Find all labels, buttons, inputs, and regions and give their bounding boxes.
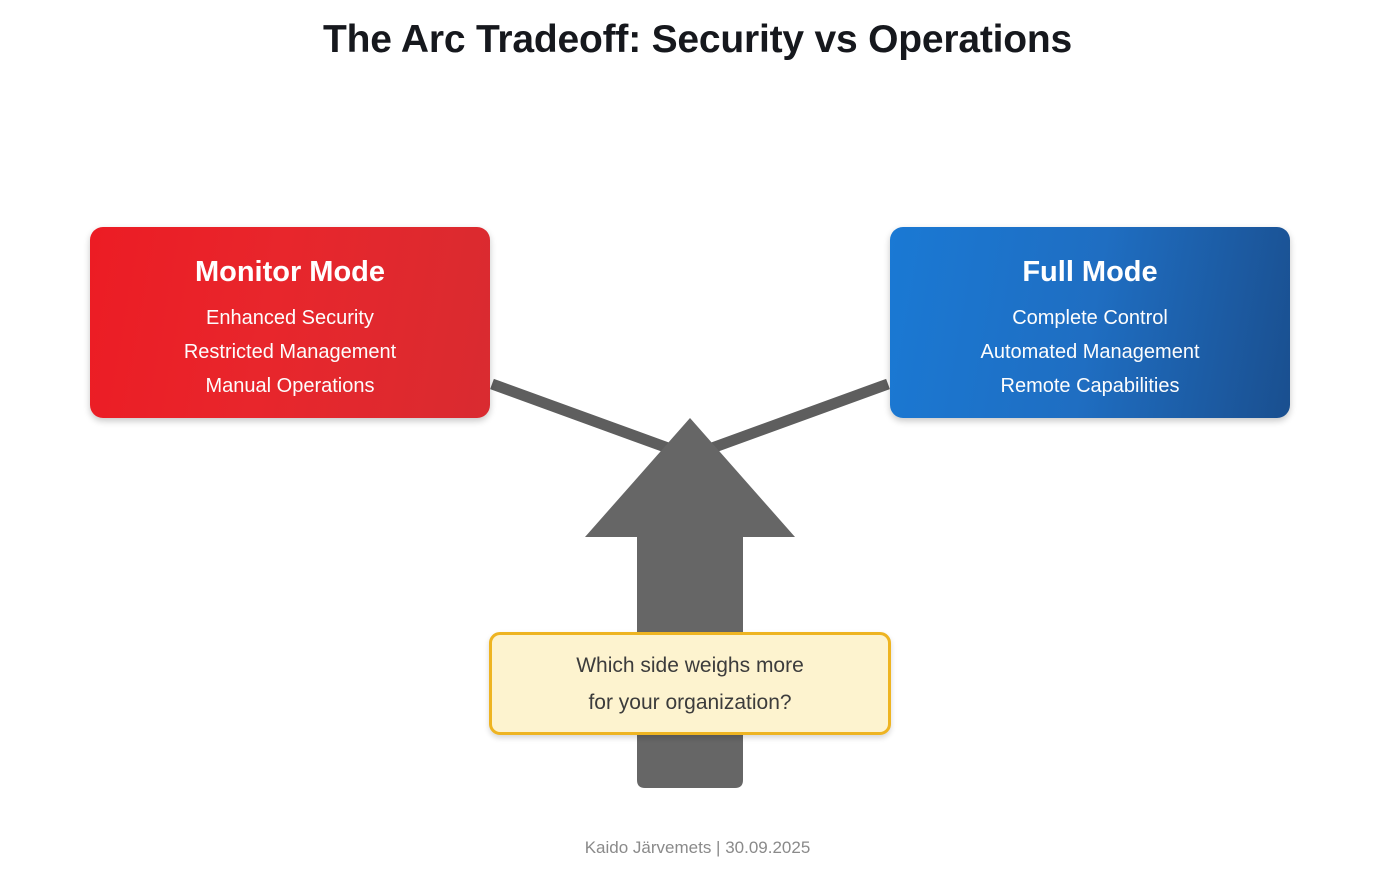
card-monitor-mode[interactable]: Monitor Mode Enhanced Security Restricte… — [90, 227, 490, 418]
card-monitor-mode-bullet-2: Restricted Management — [183, 341, 397, 363]
connector-line-left — [490, 378, 692, 462]
page-title: The Arc Tradeoff: Security vs Operations — [322, 18, 1073, 61]
card-full-mode-bullet-1: Complete Control — [1012, 307, 1168, 329]
card-full-mode-bullet-2: Automated Management — [980, 341, 1200, 363]
card-full-mode-bullet-3: Remote Capabilities — [1000, 375, 1180, 397]
connector-line-right — [688, 378, 890, 462]
question-callout-line-2: for your organization? — [588, 690, 792, 714]
card-monitor-mode-bullet-3: Manual Operations — [205, 375, 375, 397]
question-callout[interactable]: Which side weighs more for your organiza… — [489, 632, 891, 735]
card-monitor-mode-bullet-1: Enhanced Security — [206, 307, 374, 329]
card-full-mode[interactable]: Full Mode Complete Control Automated Man… — [890, 227, 1290, 418]
question-callout-line-1: Which side weighs more — [576, 653, 804, 677]
footer-attribution: Kaido Järvemets | 30.09.2025 — [584, 838, 811, 857]
card-monitor-mode-title: Monitor Mode — [194, 256, 386, 288]
card-full-mode-title: Full Mode — [1022, 256, 1158, 288]
